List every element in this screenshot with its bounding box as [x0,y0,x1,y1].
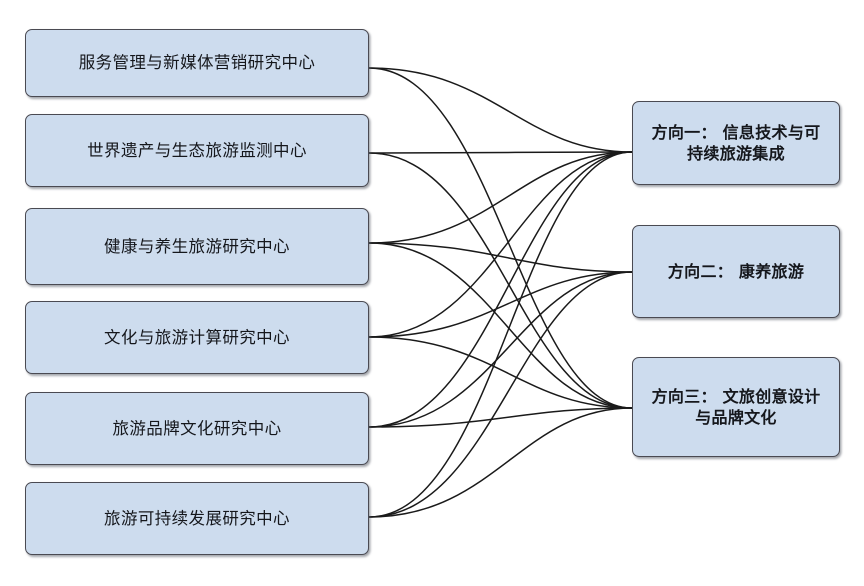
edge-c4-to-d3 [368,336,633,409]
center-node-label: 服务管理与新媒体营销研究中心 [78,53,316,73]
center-node-c2[interactable]: 世界遗产与生态旅游监测中心 [25,114,369,187]
center-node-c1[interactable]: 服务管理与新媒体营销研究中心 [25,29,369,97]
direction-node-label: 方向二： 康养旅游 [667,261,805,281]
center-node-c4[interactable]: 文化与旅游计算研究中心 [25,301,369,374]
edge-c2-to-d1 [368,151,633,154]
direction-node-d3[interactable]: 方向三： 文旅创意设计 与品牌文化 [632,357,840,457]
direction-node-d1[interactable]: 方向一： 信息技术与可 持续旅游集成 [632,101,840,185]
center-node-label: 世界遗产与生态旅游监测中心 [87,140,307,160]
edge-c5-to-d1 [368,151,633,428]
center-node-label: 健康与养生旅游研究中心 [104,236,290,256]
edge-c6-to-d2 [368,271,633,518]
edge-c3-to-d3 [368,242,633,409]
center-node-label: 旅游品牌文化研究中心 [112,418,282,438]
edge-c1-to-d3 [368,67,633,409]
direction-node-d2[interactable]: 方向二： 康养旅游 [632,225,840,318]
edge-c5-to-d2 [368,271,633,428]
center-node-c6[interactable]: 旅游可持续发展研究中心 [25,482,369,555]
edge-c3-to-d1 [368,151,633,244]
edge-c4-to-d1 [368,151,633,338]
center-node-c3[interactable]: 健康与养生旅游研究中心 [25,208,369,285]
edge-c3-to-d2 [368,242,633,273]
edge-c5-to-d3 [368,407,633,428]
direction-node-label: 方向一： 信息技术与可 持续旅游集成 [651,122,821,163]
edge-c2-to-d3 [368,152,633,409]
center-node-c5[interactable]: 旅游品牌文化研究中心 [25,392,369,465]
center-node-label: 文化与旅游计算研究中心 [104,327,290,347]
direction-node-label: 方向三： 文旅创意设计 与品牌文化 [651,386,821,427]
edge-c4-to-d2 [368,271,633,338]
edge-c6-to-d3 [368,407,633,518]
edge-c1-to-d1 [368,67,633,153]
edge-c6-to-d1 [368,151,633,518]
center-node-label: 旅游可持续发展研究中心 [104,508,290,528]
